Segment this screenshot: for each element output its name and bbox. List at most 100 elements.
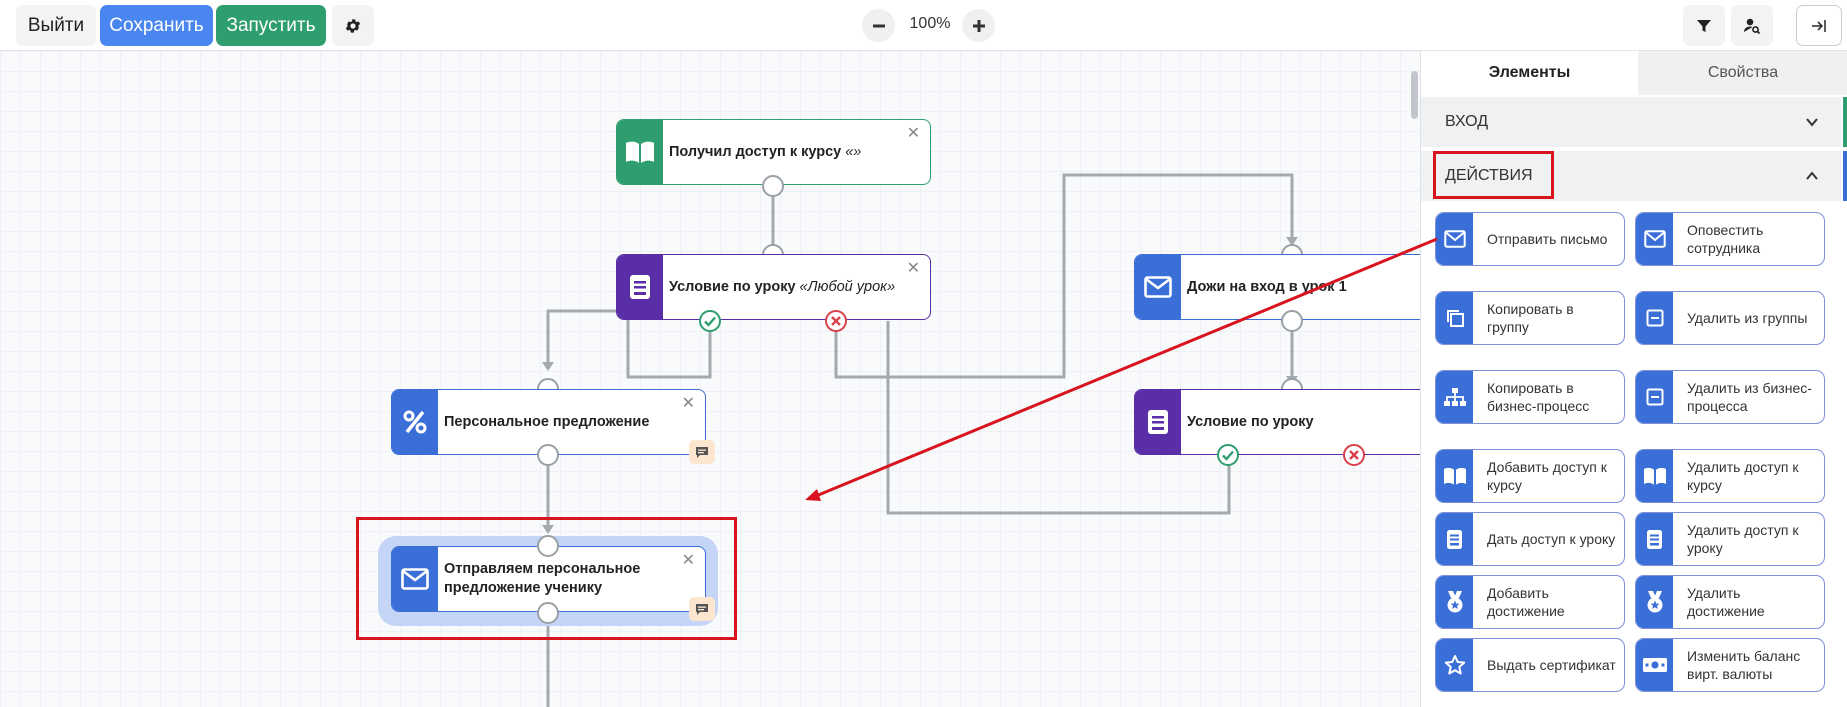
- zoom-in-button[interactable]: [962, 9, 995, 42]
- action-item[interactable]: Удалить достижение: [1635, 575, 1825, 629]
- section-actions[interactable]: ДЕЙСТВИЯ: [1421, 151, 1847, 201]
- comment-icon: [696, 603, 708, 615]
- arrow-to-right-icon: [1812, 19, 1826, 32]
- lesson-icon: [1436, 513, 1473, 565]
- node-title: Условие по уроку: [669, 278, 796, 295]
- comment-icon: [696, 446, 708, 458]
- action-item[interactable]: Удалить доступ к курсу: [1635, 449, 1825, 503]
- action-item-label: Отправить письмо: [1487, 231, 1608, 247]
- run-button[interactable]: Запустить: [216, 5, 326, 46]
- save-button[interactable]: Сохранить: [100, 5, 213, 46]
- elements-panel: Элементы Свойства ВХОД ДЕЙСТВИЯ Отправит…: [1420, 51, 1847, 707]
- node-lesson-condition-2[interactable]: Условие по уроку: [1134, 389, 1420, 455]
- close-icon[interactable]: ✕: [681, 395, 695, 412]
- section-title: ДЕЙСТВИЯ: [1445, 167, 1533, 184]
- action-item[interactable]: Копировать в бизнес-процесс: [1435, 370, 1625, 424]
- check-icon: [1222, 450, 1234, 461]
- envelope-icon: [1436, 213, 1473, 265]
- envelope-icon: [1135, 255, 1181, 319]
- port-no[interactable]: [1343, 444, 1365, 466]
- check-icon: [704, 316, 716, 327]
- action-item[interactable]: Изменить баланс вирт. валюты: [1635, 638, 1825, 692]
- minus-box-icon: [1636, 371, 1673, 423]
- close-icon[interactable]: ✕: [906, 260, 920, 277]
- node-title: Персональное предложение: [444, 413, 650, 430]
- cross-icon: [1349, 450, 1359, 460]
- highlight-box-section: [1433, 151, 1554, 199]
- close-icon[interactable]: ✕: [906, 125, 920, 142]
- section-title: ВХОД: [1445, 113, 1489, 130]
- node-course-access[interactable]: Получил доступ к курсу«» ✕: [616, 119, 931, 185]
- minus-box-icon: [1636, 292, 1673, 344]
- action-item[interactable]: Добавить доступ к курсу: [1435, 449, 1625, 503]
- settings-button[interactable]: [332, 5, 374, 46]
- action-item[interactable]: Добавить достижение: [1435, 575, 1625, 629]
- section-color-bar: [1843, 151, 1847, 201]
- copy-icon: [1436, 292, 1473, 344]
- port-yes[interactable]: [1217, 444, 1239, 466]
- action-item-label: Изменить баланс вирт. валюты: [1687, 648, 1801, 682]
- lesson-icon: [617, 255, 663, 319]
- filter-button[interactable]: [1683, 5, 1725, 46]
- tab-properties[interactable]: Свойства: [1638, 51, 1847, 95]
- zoom-level: 100%: [909, 15, 951, 32]
- book-open-icon: [1636, 450, 1673, 502]
- node-personal-offer[interactable]: Персональное предложение ✕: [391, 389, 715, 464]
- node-title: Получил доступ к курсу: [669, 143, 842, 160]
- exit-button[interactable]: Выйти: [16, 5, 96, 46]
- action-item[interactable]: Удалить из группы: [1635, 291, 1825, 345]
- node-send-offer[interactable]: Отправляем персональное предложение учен…: [391, 546, 715, 621]
- banknote-icon: [1636, 639, 1673, 691]
- comment-button[interactable]: [689, 440, 715, 464]
- port-out[interactable]: [762, 175, 784, 197]
- star-icon: [1436, 639, 1473, 691]
- port-out[interactable]: [537, 444, 559, 466]
- action-item-label: Добавить доступ к курсу: [1487, 459, 1607, 493]
- chevron-up-icon: [1806, 171, 1818, 180]
- tab-elements[interactable]: Элементы: [1421, 51, 1638, 95]
- user-search-button[interactable]: [1731, 5, 1773, 46]
- action-item-label: Копировать в бизнес-процесс: [1487, 380, 1590, 414]
- user-search-icon: [1744, 18, 1761, 34]
- action-item[interactable]: Удалить из бизнес-процесса: [1635, 370, 1825, 424]
- envelope-icon: [1636, 213, 1673, 265]
- collapse-panel-button[interactable]: [1796, 5, 1842, 46]
- book-open-icon: [617, 120, 663, 184]
- action-item[interactable]: Выдать сертификат: [1435, 638, 1625, 692]
- zoom-out-button[interactable]: [862, 9, 895, 42]
- action-item-label: Добавить достижение: [1487, 585, 1565, 619]
- node-title: Отправляем персональное предложение учен…: [444, 561, 641, 596]
- action-item-label: Дать доступ к уроку: [1487, 531, 1616, 547]
- action-item[interactable]: Дать доступ к уроку: [1435, 512, 1625, 566]
- chevron-down-icon: [1806, 118, 1818, 127]
- port-no[interactable]: [825, 310, 847, 332]
- action-item-label: Оповестить сотрудника: [1687, 222, 1764, 256]
- action-item[interactable]: Оповестить сотрудника: [1635, 212, 1825, 266]
- medal-icon: [1636, 576, 1673, 628]
- node-param: «»: [845, 143, 862, 160]
- action-item-label: Выдать сертификат: [1487, 657, 1616, 673]
- close-icon[interactable]: ✕: [681, 552, 695, 569]
- port-yes[interactable]: [699, 310, 721, 332]
- comment-button[interactable]: [689, 597, 715, 621]
- sitemap-icon: [1436, 371, 1473, 423]
- node-lesson-reminder[interactable]: Дожи на вход в урок 1: [1134, 254, 1420, 320]
- action-item-label: Удалить из бизнес-процесса: [1687, 380, 1812, 414]
- node-lesson-condition[interactable]: Условие по уроку«Любой урок» ✕: [616, 254, 931, 320]
- action-item-label: Удалить из группы: [1687, 310, 1808, 326]
- section-color-bar: [1843, 97, 1847, 147]
- medal-icon: [1436, 576, 1473, 628]
- workflow-canvas[interactable]: Получил доступ к курсу«» ✕ Условие по ур…: [0, 51, 1420, 707]
- port-out[interactable]: [1281, 310, 1303, 332]
- section-input[interactable]: ВХОД: [1421, 97, 1847, 147]
- port-in[interactable]: [537, 535, 559, 557]
- action-item[interactable]: Копировать в группу: [1435, 291, 1625, 345]
- action-item[interactable]: Удалить доступ к уроку: [1635, 512, 1825, 566]
- node-title: Дожи на вход в урок 1: [1187, 278, 1347, 295]
- edge-cond1-loop: [626, 315, 712, 379]
- lesson-icon: [1135, 390, 1181, 454]
- minus-icon: [872, 24, 885, 27]
- canvas-scrollbar[interactable]: [1411, 71, 1418, 119]
- port-out[interactable]: [537, 602, 559, 624]
- action-item[interactable]: Отправить письмо: [1435, 212, 1625, 266]
